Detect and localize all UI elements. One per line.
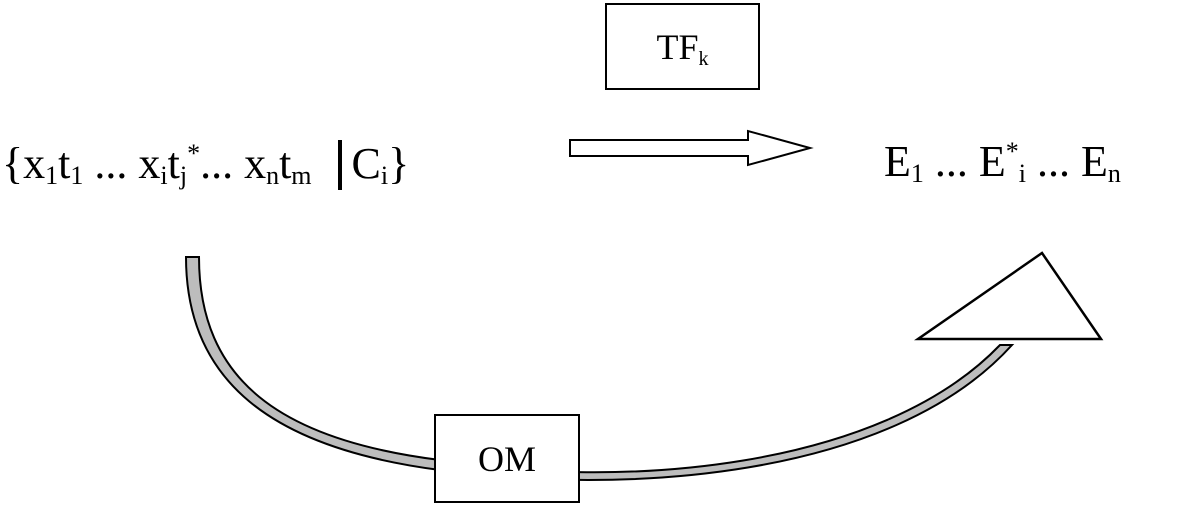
output-sequence-expression: E1 ... E*i ... En [884, 137, 1121, 188]
om-label: OM [477, 438, 536, 479]
tf-label: TFk [656, 26, 709, 70]
curved-arrow-body [184, 256, 1015, 481]
hollow-right-arrow [569, 129, 814, 167]
conditional-bar [337, 140, 342, 190]
curved-arrow-head [914, 251, 1104, 341]
tf-label-box: TFk [605, 3, 760, 90]
om-label-box: OM [434, 414, 580, 503]
